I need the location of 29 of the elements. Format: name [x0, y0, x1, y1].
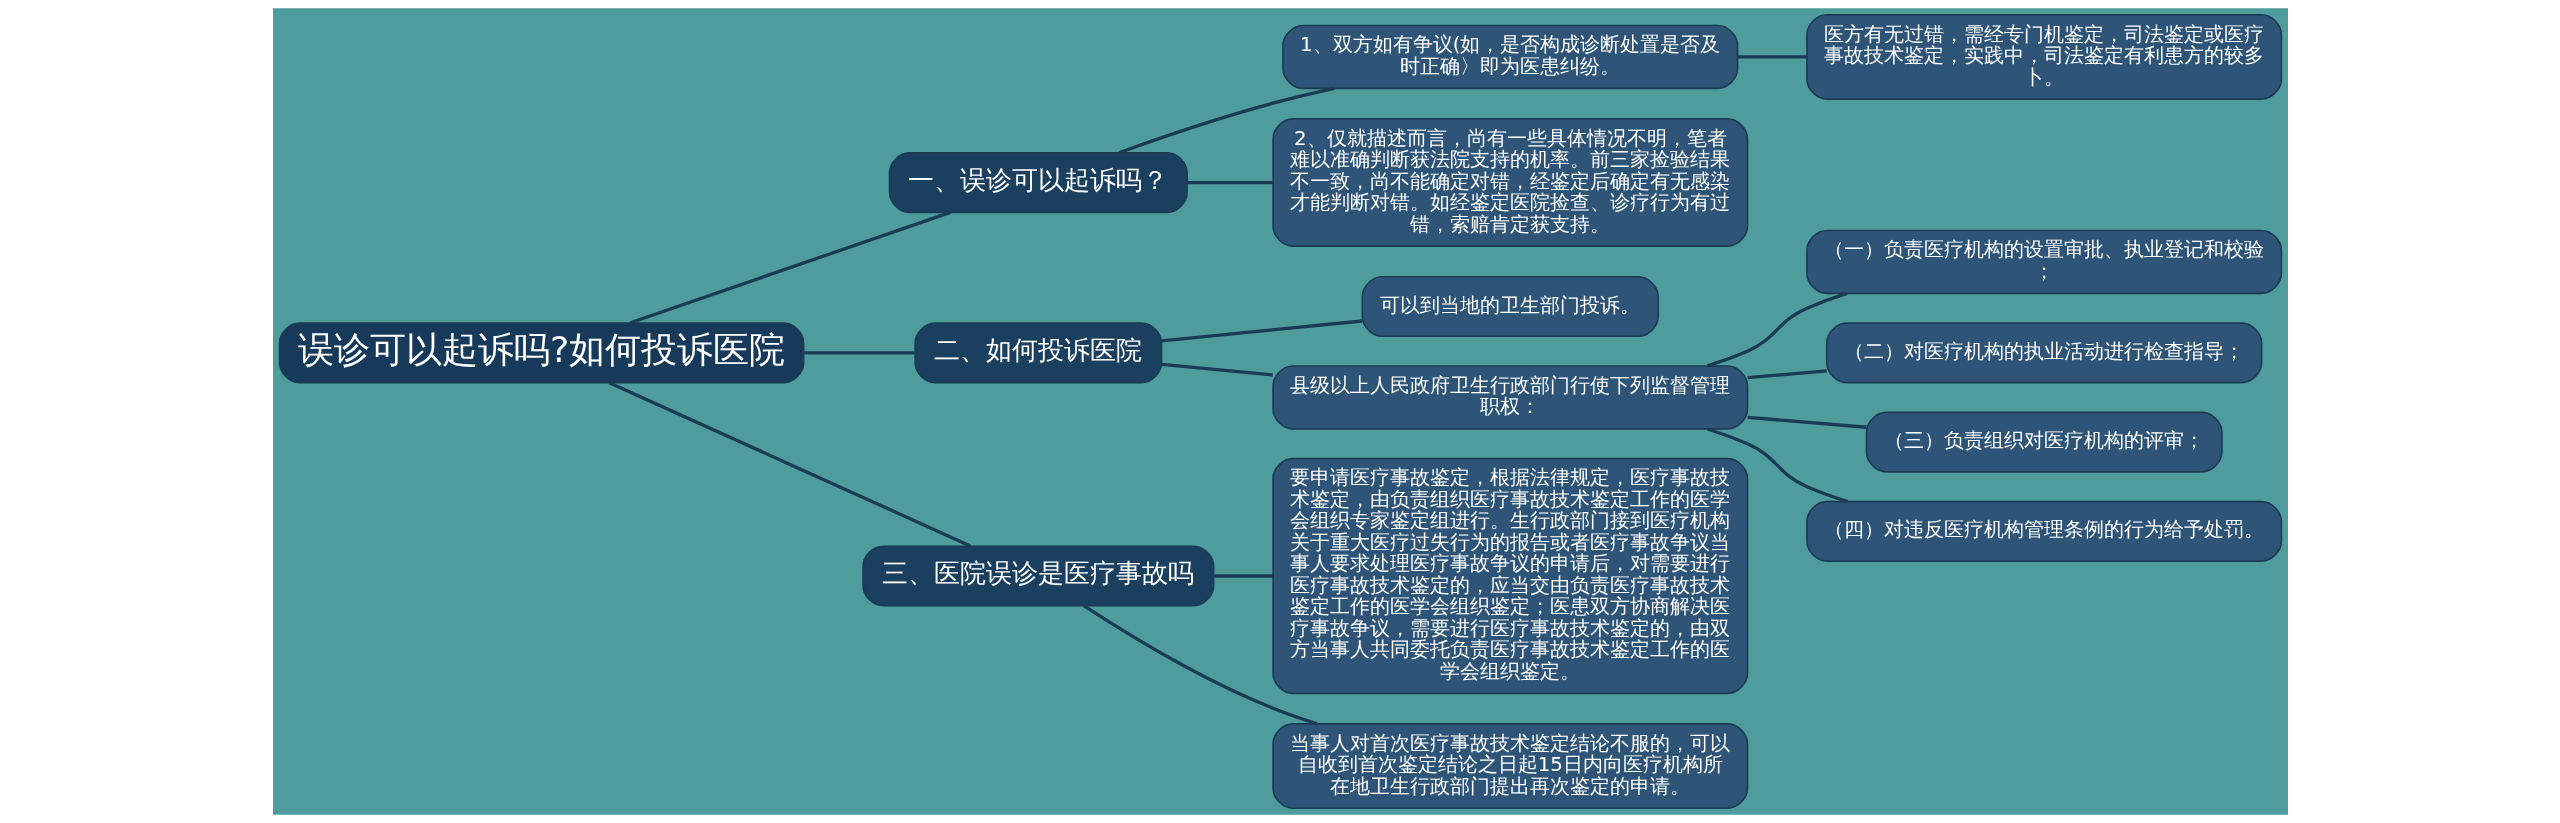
connector	[1082, 604, 1317, 726]
node-box: 二、如何投诉医院	[913, 322, 1162, 384]
node-box: （三）负责组织对医疗机构的评审；	[1865, 411, 2223, 473]
node-box: （四）对违反医疗机构管理条例的行为给予处罚。	[1805, 500, 2282, 562]
node-box: 一、误诊可以起诉吗？	[888, 152, 1188, 214]
node-box: 误诊可以起诉吗?如何投诉医院	[278, 322, 804, 384]
node-box: 1、双方如有争议(如，是否构成诊断处置是否及时正确〉即为医患纠纷。	[1281, 24, 1738, 90]
connector	[1747, 369, 1827, 380]
node-box: 三、医院误诊是医疗事故吗	[861, 545, 1214, 607]
node-box: 要申请医疗事故鉴定，根据法律规定，医疗事故技术鉴定，由负责组织医疗事故技术鉴定工作的医学会组织专家鉴定组进行。生行政部门接到医疗机构关于重大医疗过失行为的报告或者医疗事故争议当事人要求处理医疗事故争议的申请后，对需要进行医疗事故技术鉴定的，应当交由负责医疗事故技术鉴定工作的医学会组织鉴定；医患双方协商解决医疗事故争议，需要进行医疗事故技术鉴定的，由双方当事人共同委托负责医疗事故技术鉴定工作的医学会组织鉴定。	[1271, 457, 1748, 695]
node-box: 当事人对首次医疗事故技术鉴定结论不服的，可以自收到首次鉴定结论之日起15日内向医疗机构所在地卫生行政部门提出再次鉴定的申请。	[1271, 723, 1748, 810]
connector	[1706, 291, 1848, 368]
node-box: 医方有无过错，需经专门机鉴定，司法鉴定或医疗事故技术鉴定，实践中，司法鉴定有利患方的较多卜。	[1805, 13, 2282, 100]
connector	[1706, 427, 1848, 504]
node-box: （一）负责医疗机构的设置审批、执业登记和校验；	[1805, 229, 2282, 295]
node-box: 2、仅就描述而言，尚有一些具体情况不明，笔者难以准确判断获法院支持的机率。前三家捡验结果不一致，尚不能确定对错，经鉴定后确定有无感染才能判断对错。如经鉴定医院捡查、诊疗行为有过错，索赔肯定获支持。	[1271, 118, 1748, 248]
connector	[1161, 362, 1273, 377]
connector	[1187, 180, 1273, 185]
connector	[1737, 55, 1807, 59]
node-box: 县级以上人民政府卫生行政部门行使下列监督管理职权：	[1271, 365, 1748, 430]
connector	[1161, 319, 1362, 343]
connector	[1213, 574, 1273, 578]
connector	[608, 381, 971, 548]
connector	[628, 210, 951, 325]
connector	[803, 351, 915, 355]
connector	[1117, 86, 1335, 155]
connector	[1747, 415, 1866, 429]
node-box: （二）对医疗机构的执业活动进行检查指导；	[1825, 322, 2262, 384]
node-box: 可以到当地的卫生部门投诉。	[1361, 275, 1659, 338]
